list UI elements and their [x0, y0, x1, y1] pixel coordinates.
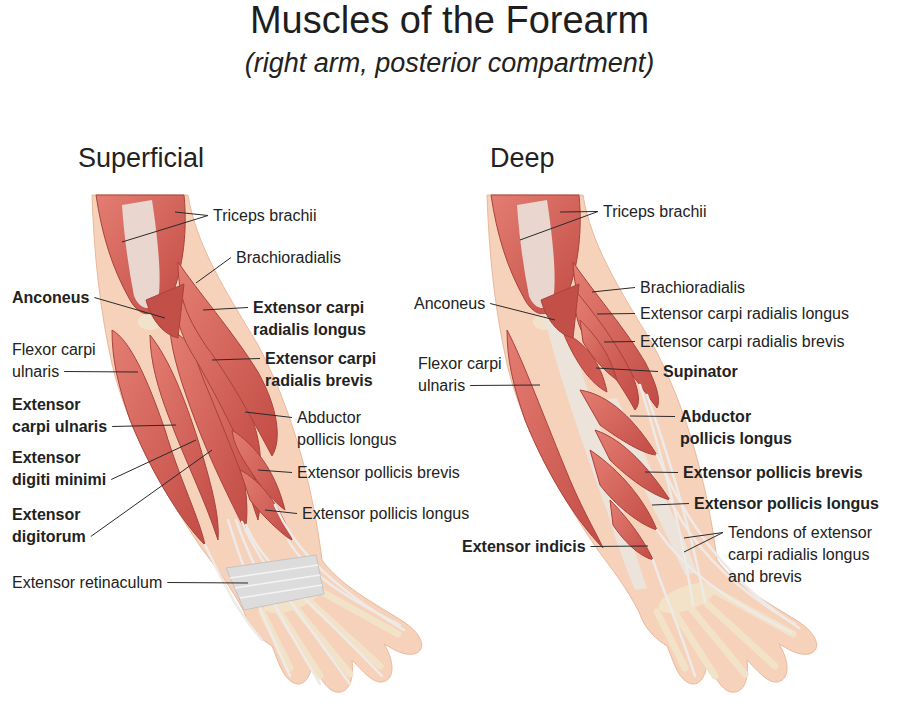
leader-line — [597, 313, 635, 315]
superficial-arm — [92, 195, 422, 692]
leader-line — [112, 425, 176, 427]
illustration-part — [230, 565, 322, 598]
title: Muscles of the Forearm — [0, 0, 899, 44]
leader-line — [560, 211, 598, 213]
leader-line — [596, 368, 658, 372]
leader-line — [265, 510, 297, 514]
muscle-label: Triceps brachii — [603, 201, 706, 223]
muscle-label: Anconeus — [12, 287, 89, 309]
muscle-label: Anconeus — [414, 293, 485, 315]
muscle-label: Abductor pollicis longus — [297, 407, 405, 451]
muscle-label: Extensor pollicis longus — [694, 493, 879, 515]
illustration-part — [240, 585, 322, 598]
illustration-part — [178, 262, 277, 456]
leader-line — [591, 546, 648, 548]
muscle-label: Triceps brachii — [213, 205, 316, 227]
leader-line — [196, 258, 231, 284]
illustration-part — [653, 560, 695, 676]
leader-line — [645, 472, 678, 474]
view-heading: Superficial — [78, 142, 204, 174]
leader-line — [122, 216, 208, 243]
muscle-label: Supinator — [663, 361, 738, 383]
illustration-part — [205, 505, 404, 684]
illustration-part — [92, 195, 422, 692]
leader-line — [175, 212, 208, 216]
muscle-label: Abductor pollicis longus — [680, 406, 800, 450]
muscle-label: Extensor carpi radialis longus — [253, 297, 393, 341]
deep-arm — [487, 195, 817, 692]
muscle-label: Extensor digiti minimi — [12, 447, 116, 491]
leader-line — [684, 533, 723, 553]
leader-line — [652, 504, 689, 506]
illustration-part — [235, 575, 320, 588]
muscle-label: Extensor pollicis brevis — [683, 462, 863, 484]
leader-line — [258, 470, 292, 473]
muscle-label: Extensor carpi ulnaris — [12, 394, 116, 438]
illustration-part — [610, 500, 653, 560]
leader-line — [520, 212, 598, 241]
muscle-label: Flexor carpi ulnaris — [12, 339, 112, 383]
leader-line — [630, 416, 675, 418]
muscle-label: Brachioradialis — [640, 277, 745, 299]
muscle-label: Extensor pollicis longus — [302, 503, 469, 525]
muscle-label: Tendons of extensor carpi radialis longu… — [728, 522, 896, 588]
leader-line — [94, 298, 165, 319]
muscle-label: Extensor indicis — [462, 536, 586, 558]
leader-line — [212, 359, 260, 361]
muscle-label: Extensor retinaculum — [12, 572, 162, 594]
leader-line — [470, 385, 540, 387]
muscle-label: Extensor carpi radialis brevis — [265, 348, 415, 392]
muscle-label: Flexor carpi ulnaris — [418, 353, 518, 397]
leader-line — [203, 308, 248, 311]
leader-line — [245, 412, 292, 418]
illustration-part — [563, 332, 607, 392]
illustration-part — [487, 195, 817, 692]
muscle-label: Extensor carpi radialis longus — [640, 303, 849, 325]
muscle-label: Extensor carpi radialis brevis — [640, 331, 845, 353]
leader-line — [490, 304, 555, 321]
muscle-label: Extensor pollicis brevis — [297, 462, 460, 484]
illustration-part — [230, 565, 318, 578]
muscle-label: Extensor digitorum — [12, 504, 116, 548]
leader-line — [111, 440, 196, 480]
illustration-part — [541, 284, 579, 338]
leader-line — [64, 371, 138, 373]
illustration-part — [146, 284, 184, 338]
leader-line — [167, 582, 248, 584]
view-heading: Deep — [490, 142, 555, 174]
leader-line — [91, 450, 212, 537]
muscle-label: Brachioradialis — [236, 247, 341, 269]
leader-line — [604, 341, 635, 343]
leader-line — [592, 288, 635, 293]
subtitle: (right arm, posterior compartment) — [0, 47, 899, 79]
